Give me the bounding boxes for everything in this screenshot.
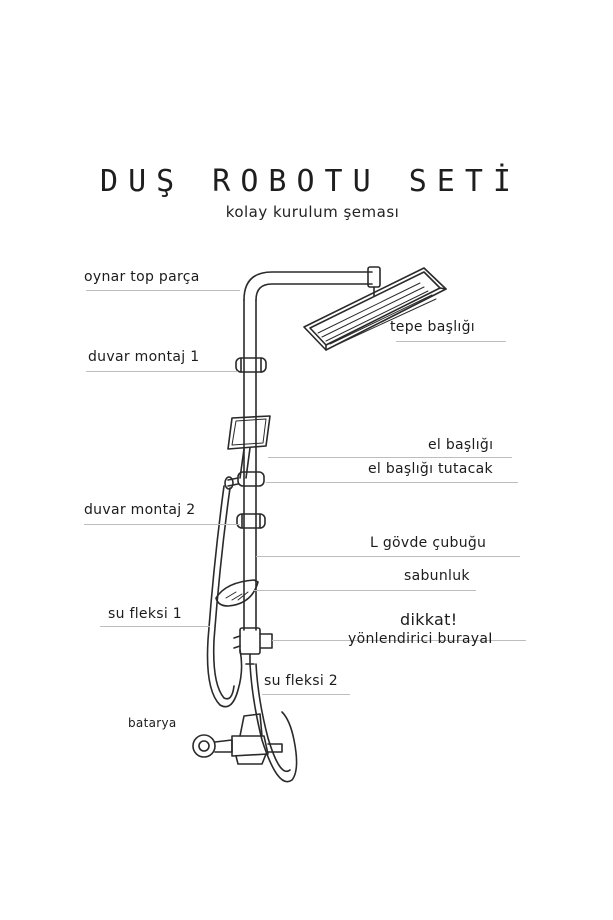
label-yonlendirici-buraya: yönlendirici burayaI <box>348 631 493 647</box>
leader-line-su-fleksi-1 <box>100 626 210 627</box>
hand-shower-holder <box>224 471 265 490</box>
leader-line-duvar-montaj-2 <box>84 524 240 525</box>
wall-mount-2 <box>236 513 266 529</box>
label-dikkat: dikkat! <box>400 610 458 629</box>
leader-line-sabunluk <box>254 590 476 591</box>
leader-line-oynar-top <box>86 290 240 291</box>
label-sabunluk: sabunluk <box>404 568 470 584</box>
leader-line-l-govde <box>256 556 520 557</box>
label-batarya: batarya <box>128 716 177 730</box>
hand-shower-head <box>227 415 271 479</box>
diagram-title: DUŞ ROBOTU SETİ <box>100 164 521 199</box>
label-su-fleksi-2: su fleksi 2 <box>264 673 338 689</box>
top-arm-curve <box>243 271 373 301</box>
wall-mount-1 <box>235 357 267 373</box>
soap-dish <box>215 579 259 607</box>
label-l-govde-cubugu: L gövde çubuğu <box>370 535 487 551</box>
leader-line-tepe-basligi <box>396 341 506 342</box>
label-tepe-basligi: tepe başlığı <box>390 319 475 335</box>
leader-line-el-basligi-tutacak <box>266 482 518 483</box>
water-hose-2 <box>249 663 298 783</box>
label-su-fleksi-1: su fleksi 1 <box>108 606 182 622</box>
leader-line-yonlendirici <box>272 640 526 641</box>
label-duvar-montaj-2: duvar montaj 2 <box>84 502 196 518</box>
leader-line-el-basligi <box>268 457 512 458</box>
label-oynar-top-parca: oynar top parça <box>84 269 200 285</box>
diagram-subtitle: kolay kurulum şeması <box>225 203 400 221</box>
label-el-basligi-tutacak: el başlığı tutacak <box>368 461 493 477</box>
label-duvar-montaj-1: duvar montaj 1 <box>88 349 200 365</box>
mixer-faucet <box>192 713 283 765</box>
water-hose-1 <box>206 485 243 708</box>
label-el-basligi: el başlığı <box>428 437 494 453</box>
leader-line-duvar-montaj-1 <box>86 371 238 372</box>
diverter-tee <box>233 627 273 665</box>
overhead-shower-head <box>303 267 447 351</box>
leader-line-su-fleksi-2 <box>262 694 350 695</box>
l-body-pipe <box>243 299 257 631</box>
